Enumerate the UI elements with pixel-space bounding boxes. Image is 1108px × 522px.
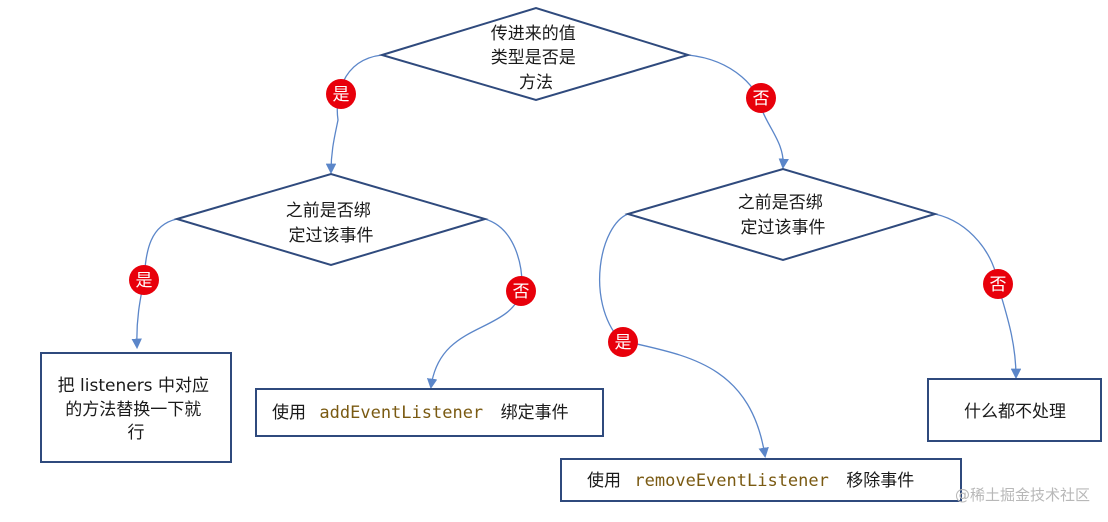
edge-root-to-right bbox=[687, 54, 789, 170]
badge-left-no: 否 bbox=[506, 276, 536, 306]
watermark: @稀土掘金技术社区 bbox=[955, 486, 1090, 504]
remove-prefix: 使用 bbox=[587, 470, 621, 491]
decision-right-diamond bbox=[624, 167, 939, 262]
nothing-text: 什么都不处理 bbox=[964, 402, 1066, 422]
decision-root-diamond bbox=[378, 6, 692, 102]
left-question: 之前是否绑 定过该事件 bbox=[286, 201, 376, 246]
decision-left-diamond bbox=[173, 172, 489, 267]
badge-root-no: 否 bbox=[746, 83, 776, 113]
remove-code: removeEventListener bbox=[634, 471, 828, 491]
svg-text:是: 是 bbox=[136, 271, 153, 291]
svg-text:否: 否 bbox=[513, 282, 530, 302]
root-question: 传进来的值 类型是否是 方法 bbox=[491, 24, 581, 93]
add-code: addEventListener bbox=[319, 403, 483, 423]
add-suffix: 绑定事件 bbox=[501, 403, 569, 423]
action-add-box bbox=[255, 388, 604, 437]
svg-text:否: 否 bbox=[753, 89, 770, 109]
badge-right-yes: 是 bbox=[608, 327, 638, 357]
svg-text:是: 是 bbox=[615, 333, 632, 353]
badge-root-yes: 是 bbox=[326, 79, 356, 109]
add-prefix: 使用 bbox=[272, 402, 306, 423]
svg-text:是: 是 bbox=[333, 85, 350, 105]
remove-suffix: 移除事件 bbox=[846, 471, 914, 491]
edge-root-to-left bbox=[325, 54, 383, 175]
edge-left-to-add bbox=[426, 218, 523, 390]
remove-text: 使用 removeEventListener 移除事件 bbox=[587, 470, 914, 491]
replace-text: 把 listeners 中对应 的方法替换一下就 行 bbox=[58, 376, 215, 443]
action-remove-box bbox=[560, 458, 962, 502]
add-text: 使用 addEventListener 绑定事件 bbox=[272, 402, 569, 423]
badge-left-yes: 是 bbox=[129, 265, 159, 295]
svg-text:否: 否 bbox=[990, 275, 1007, 295]
action-replace-box bbox=[40, 352, 232, 463]
badge-right-no: 否 bbox=[983, 269, 1013, 299]
right-question: 之前是否绑 定过该事件 bbox=[738, 193, 828, 238]
action-nothing-box bbox=[927, 378, 1102, 442]
